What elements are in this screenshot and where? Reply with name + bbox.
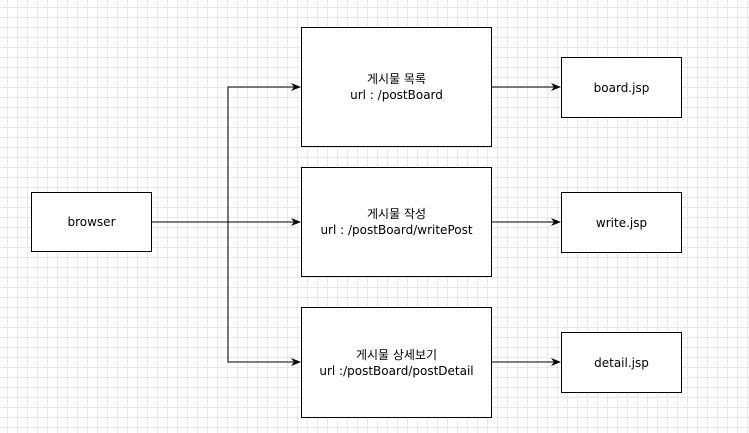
write-jsp-node[interactable]: write.jsp [561,192,682,253]
post-write-url: url : /postBoard/writePost [320,223,473,237]
post-list-title: 게시물 목록 [366,72,426,86]
post-write-node[interactable]: 게시물 작성 url : /postBoard/writePost [301,167,492,277]
board-jsp-label: board.jsp [593,80,650,95]
write-jsp-label: write.jsp [595,215,648,230]
post-detail-node[interactable]: 게시물 상세보기 url :/postBoard/postDetail [301,307,492,418]
post-detail-url: url :/postBoard/postDetail [319,363,474,378]
board-jsp-node[interactable]: board.jsp [561,57,682,118]
edge-browser-to-detail [227,222,301,366]
post-detail-title: 게시물 상세보기 [355,347,438,362]
post-list-url: url : /postBoard [350,88,443,102]
post-list-node[interactable]: 게시물 목록 url : /postBoard [301,27,492,147]
edge-browser-to-list [151,83,301,223]
browser-node[interactable]: browser [31,192,152,252]
detail-jsp-label: detail.jsp [594,355,649,370]
detail-jsp-node[interactable]: detail.jsp [561,332,682,393]
browser-node-label: browser [67,215,116,229]
post-write-title: 게시물 작성 [366,207,426,221]
